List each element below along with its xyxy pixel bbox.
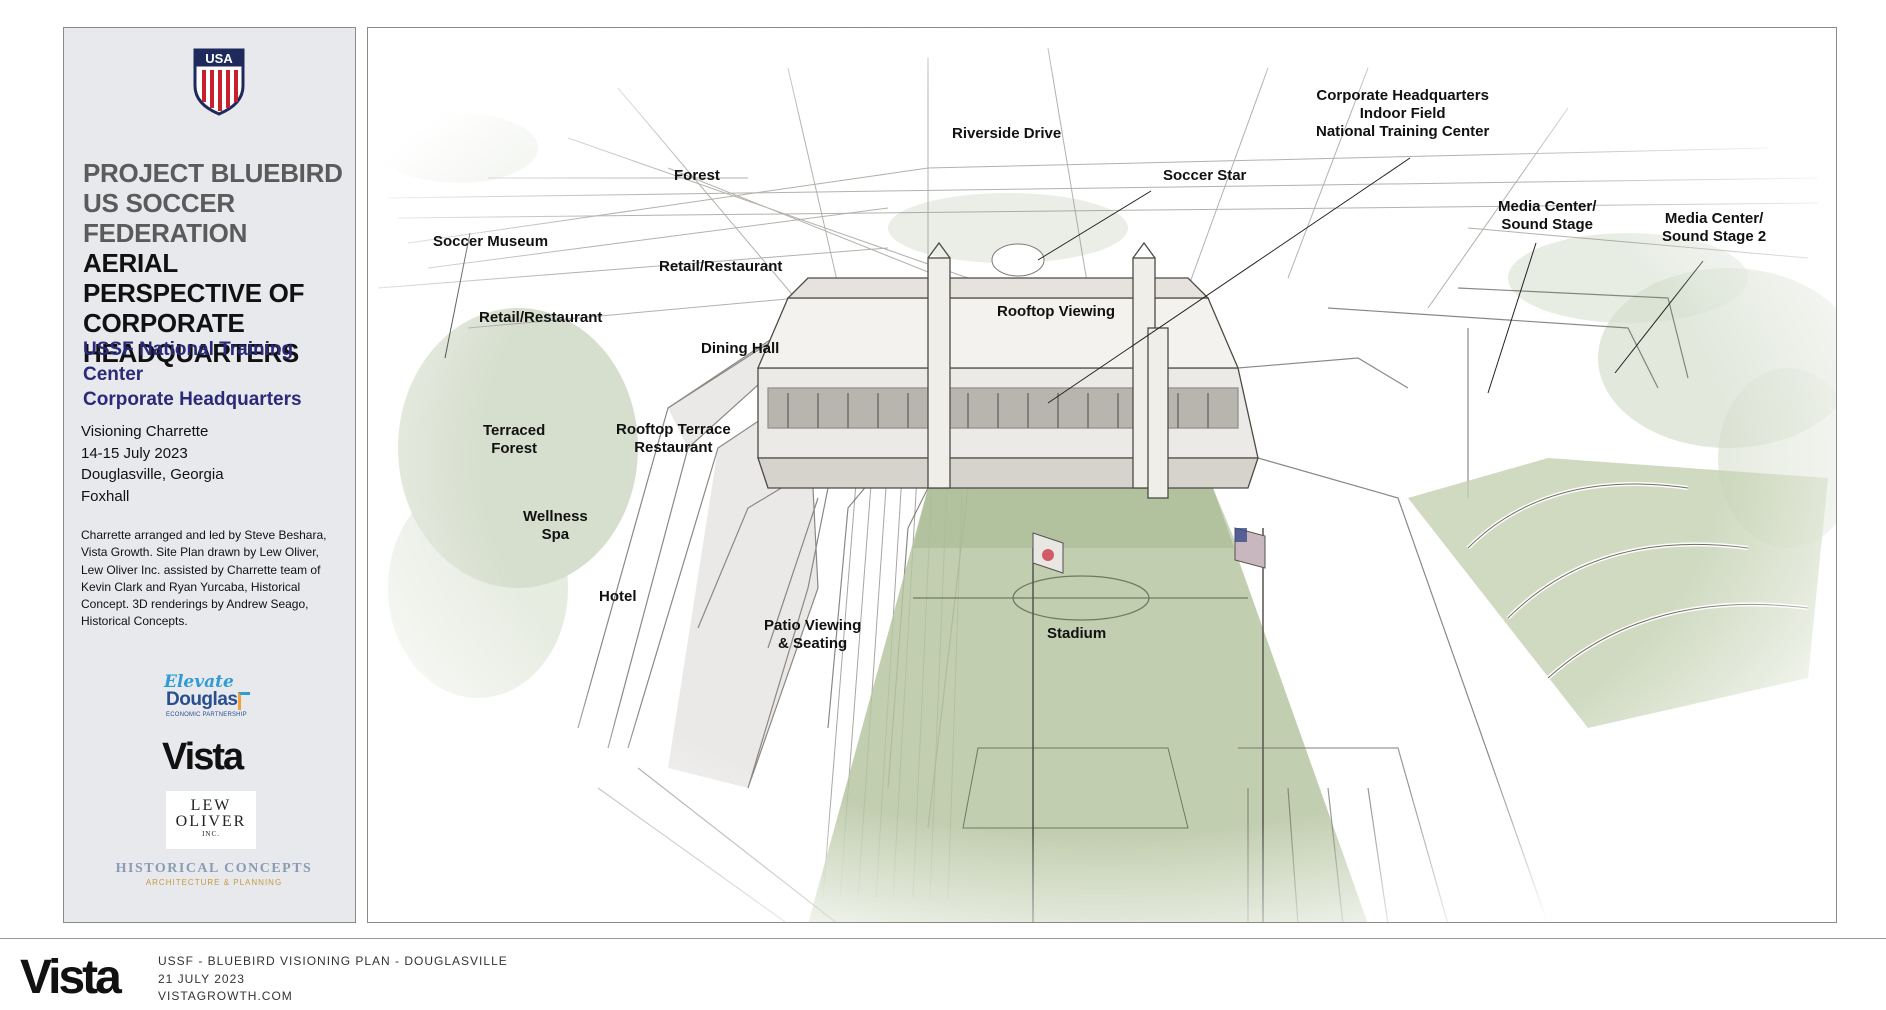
aerial-rendering-panel: Riverside Drive Corporate Headquarters I… [367, 27, 1837, 923]
footer-website-link[interactable]: VISTAGROWTH.COM [158, 989, 293, 1003]
event-venue: Foxhall [81, 487, 130, 505]
footer-date-line: 21 JULY 2023 [158, 971, 245, 986]
historical-concepts-logo: HISTORICAL CONCEPTS ARCHITECTURE & PLANN… [115, 861, 313, 887]
project-subtitle: USSF National Training Center Corporate … [83, 337, 355, 412]
vista-logo: Vista [162, 736, 244, 778]
title-line: US SOCCER FEDERATION [83, 188, 248, 248]
info-sidebar: USA PROJECT BLUEBIRD US SOCCER FEDERATIO… [63, 27, 356, 923]
event-date: 14-15 July 2023 [81, 444, 188, 462]
label-forest: Forest [674, 167, 720, 184]
lew-oliver-logo: LEW OLIVER INC. [166, 791, 256, 849]
label-hotel: Hotel [599, 588, 637, 605]
label-retail-restaurant-upper: Retail/Restaurant [659, 258, 783, 275]
title-line: CORPORATE [83, 308, 245, 338]
label-riverside-drive: Riverside Drive [952, 125, 1062, 142]
label-terraced-forest: Terraced Forest [483, 422, 546, 457]
label-wellness-spa: Wellness Spa [523, 508, 588, 543]
label-soccer-museum: Soccer Museum [433, 233, 549, 250]
label-dining-hall: Dining Hall [701, 340, 780, 357]
footer-project-line: USSF - BLUEBIRD VISIONING PLAN - DOUGLAS… [158, 954, 508, 968]
footer-vista-logo: Vista [20, 951, 122, 1004]
label-stadium: Stadium [1047, 625, 1107, 642]
event-name: Visioning Charrette [81, 423, 209, 440]
label-rooftop-terrace-restaurant: Rooftop Terrace Restaurant [616, 421, 731, 456]
label-retail-restaurant-lower: Retail/Restaurant [479, 309, 603, 326]
event-location: Douglasville, Georgia [81, 466, 224, 483]
label-media-center-2: Media Center/ Sound Stage 2 [1662, 210, 1767, 245]
event-details: Visioning Charrette 14-15 July 2023 Doug… [81, 421, 224, 507]
label-patio-viewing-seating: Patio Viewing & Seating [764, 617, 862, 652]
label-soccer-star: Soccer Star [1163, 167, 1247, 184]
footer-divider [0, 938, 1886, 939]
project-title: PROJECT BLUEBIRD US SOCCER FEDERATION AE… [83, 158, 353, 368]
crest-letters: USA [205, 51, 233, 66]
title-line: PROJECT BLUEBIRD [83, 158, 343, 188]
label-media-center: Media Center/ Sound Stage [1498, 198, 1597, 233]
credits-text: Charrette arranged and led by Steve Besh… [81, 528, 327, 629]
label-rooftop-viewing: Rooftop Viewing [997, 303, 1116, 320]
subtitle-line: Corporate Headquarters [83, 389, 302, 410]
label-corporate-headquarters: Corporate Headquarters Indoor Field Nati… [1316, 87, 1490, 140]
footer-info: USSF - BLUEBIRD VISIONING PLAN - DOUGLAS… [158, 953, 508, 1006]
aerial-sketch [368, 28, 1836, 922]
title-line: AERIAL PERSPECTIVE OF [83, 248, 305, 308]
subtitle-line: USSF National Training Center [83, 339, 294, 385]
title-line: HEADQUARTERS [83, 338, 299, 368]
us-soccer-crest-logo: USA [193, 48, 245, 116]
elevate-douglas-logo: Elevate Douglas ECONOMIC PARTNERSHIP [164, 672, 254, 724]
